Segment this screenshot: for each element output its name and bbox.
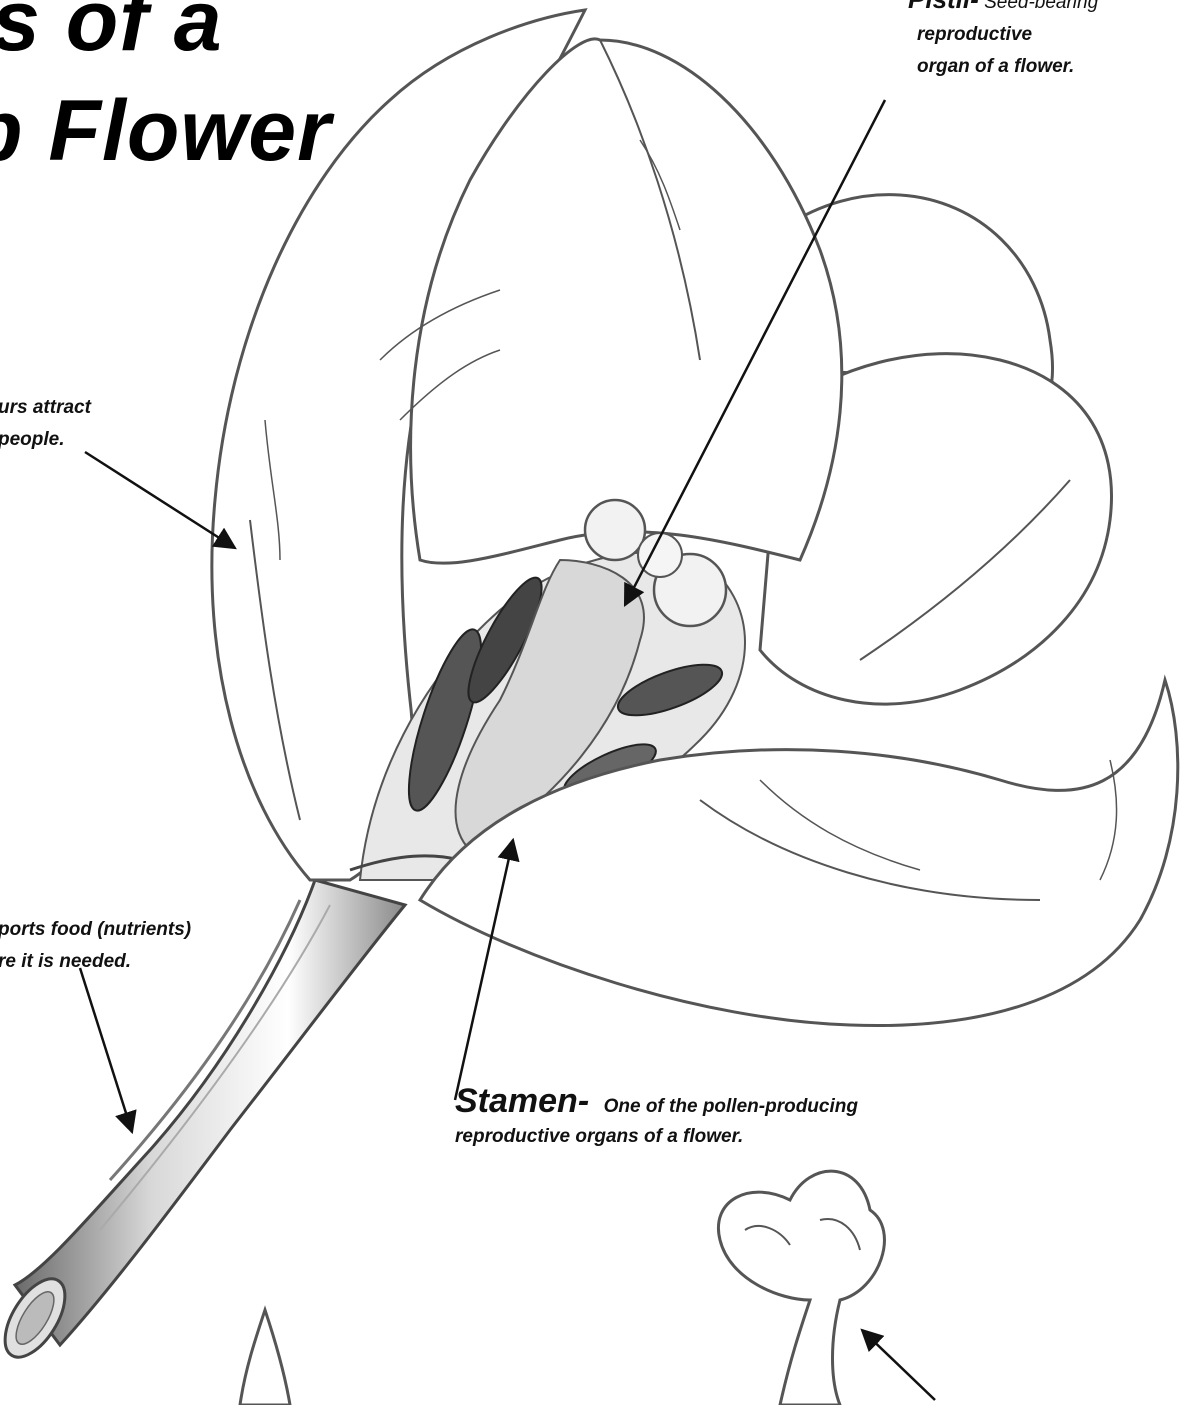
pistil-term: Pistil- (908, 0, 979, 14)
petal-pointer-arrow (85, 452, 235, 548)
pistil-label: Pistil- Seed-bearing (908, 0, 1098, 14)
stamen-label: Stamen- One of the pollen-producing (455, 1082, 858, 1121)
petal-desc-2: people. (0, 428, 65, 451)
title-line-1: s of a (0, 0, 223, 70)
petal-desc-1: urs attract (0, 396, 91, 419)
pistil-desc-3: organ of a flower. (917, 55, 1074, 78)
pistil-desc-2: reproductive (917, 23, 1032, 46)
pistil-desc-1: Seed-bearing (979, 0, 1098, 13)
stem-pointer-arrow (80, 968, 132, 1132)
stamen-desc-1: One of the pollen-producing (604, 1096, 858, 1117)
stem-desc-2: re it is needed. (0, 950, 131, 973)
anther-detail-drawing (718, 1171, 884, 1405)
stamen-term: Stamen- (455, 1082, 589, 1120)
title-line-2: p Flower (0, 82, 332, 180)
bud-tip-drawing (240, 1310, 290, 1405)
stamen-desc-2: reproductive organs of a flower. (455, 1125, 743, 1148)
stem-desc-1: ports food (nutrients) (0, 918, 191, 941)
anther-pointer-arrow (862, 1330, 935, 1400)
